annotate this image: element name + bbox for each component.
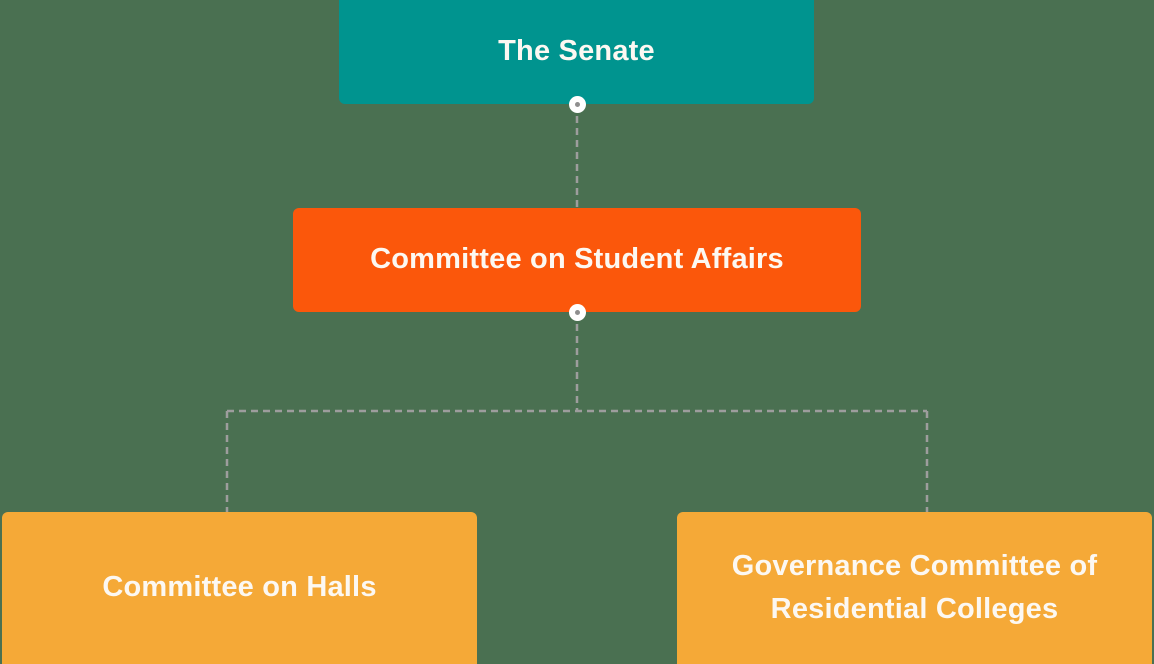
node-committee-on-halls[interactable]: Committee on Halls bbox=[2, 512, 477, 664]
node-governance-committee-label: Governance Committee of Residential Coll… bbox=[731, 549, 1098, 626]
connector-handle-dot-student-affairs[interactable] bbox=[568, 303, 586, 321]
node-governance-committee[interactable]: Governance Committee of Residential Coll… bbox=[677, 512, 1152, 664]
connector-handle-dot-senate[interactable] bbox=[568, 95, 586, 113]
node-committee-on-student-affairs[interactable]: Committee on Student Affairs bbox=[293, 208, 861, 312]
node-the-senate[interactable]: The Senate bbox=[339, 0, 814, 104]
node-the-senate-label: The Senate bbox=[498, 35, 655, 68]
node-committee-on-halls-label: Committee on Halls bbox=[102, 571, 377, 604]
node-committee-on-student-affairs-label: Committee on Student Affairs bbox=[370, 243, 784, 276]
